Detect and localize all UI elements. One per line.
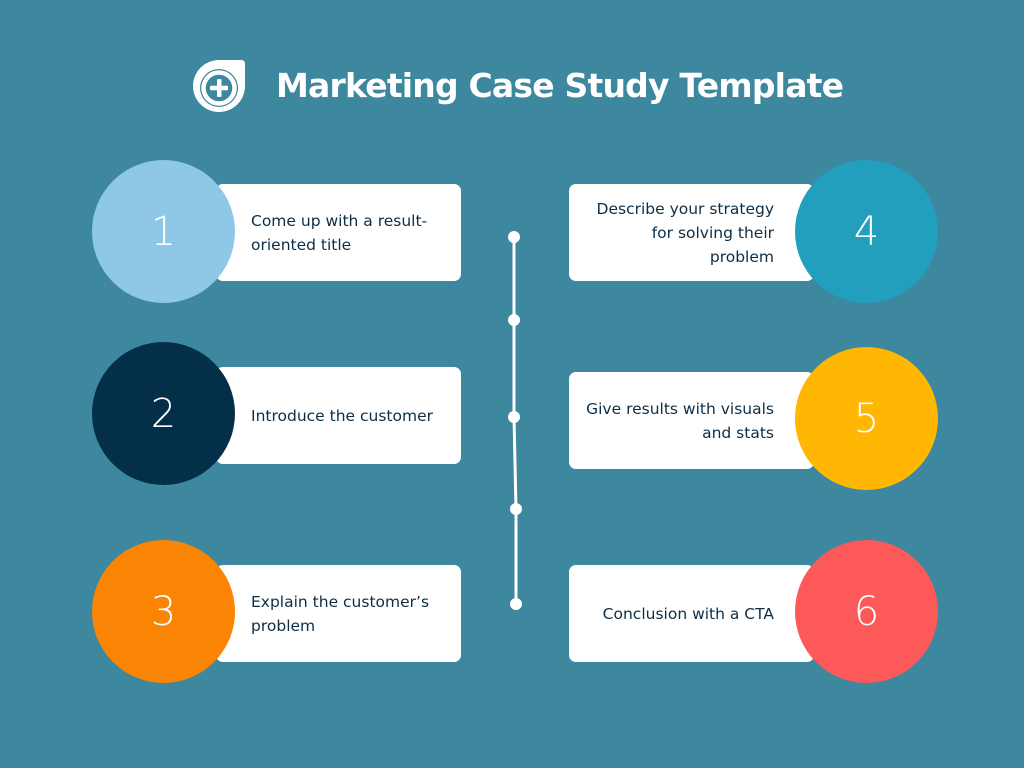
step-number: 1	[150, 208, 177, 255]
step-number: 5	[853, 395, 880, 442]
step-text: Describe your strategy for solving their…	[596, 199, 774, 266]
step-text: Give results with visuals and stats	[586, 399, 774, 442]
step-number: 3	[150, 588, 177, 635]
timeline-dot	[508, 314, 520, 326]
step-number-badge-4: 4	[795, 160, 938, 303]
step-number-badge-1: 1	[92, 160, 235, 303]
step-card-5: Give results with visuals and stats	[569, 372, 814, 469]
step-number: 4	[853, 208, 880, 255]
step-number-badge-6: 6	[795, 540, 938, 683]
step-card-3: Explain the customer’s problem	[216, 565, 461, 662]
step-number: 6	[853, 588, 880, 635]
timeline-dot	[508, 411, 520, 423]
step-number-badge-5: 5	[795, 347, 938, 490]
header: Marketing Case Study Template	[0, 58, 1024, 118]
plus-circle-badge-icon	[193, 60, 245, 112]
step-card-4: Describe your strategy for solving their…	[569, 184, 814, 281]
step-text: Introduce the customer	[251, 406, 433, 425]
step-card-2: Introduce the customer	[216, 367, 461, 464]
timeline-dot	[510, 503, 522, 515]
timeline-dot	[510, 598, 522, 610]
step-number: 2	[150, 390, 177, 437]
step-number-badge-3: 3	[92, 540, 235, 683]
step-card-6: Conclusion with a CTA	[569, 565, 814, 662]
step-number-badge-2: 2	[92, 342, 235, 485]
page-title: Marketing Case Study Template	[276, 66, 844, 105]
timeline-dot	[508, 231, 520, 243]
step-text: Explain the customer’s problem	[251, 592, 430, 635]
step-text: Come up with a result-oriented title	[251, 211, 428, 254]
step-card-1: Come up with a result-oriented title	[216, 184, 461, 281]
step-text: Conclusion with a CTA	[602, 604, 774, 623]
